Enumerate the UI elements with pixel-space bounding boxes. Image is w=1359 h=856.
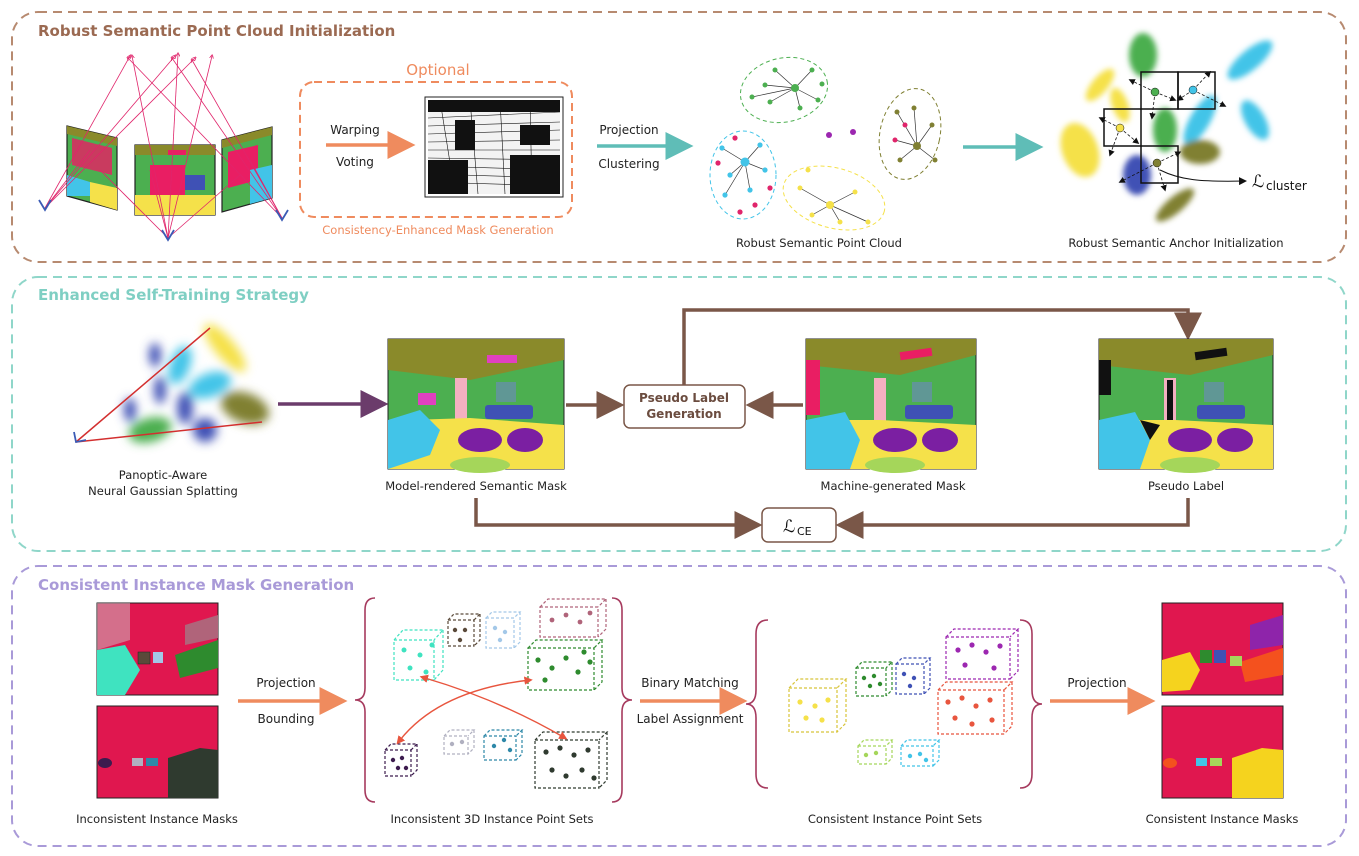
optional-label: Optional	[406, 61, 469, 79]
consistent-masks-caption: Consistent Instance Masks	[1146, 812, 1299, 826]
consistent-point-sets	[788, 628, 1020, 767]
point-cloud-caption: Robust Semantic Point Cloud	[736, 236, 902, 250]
warping-label: Warping	[330, 123, 380, 137]
cluster-loss-symbol: ℒ	[1252, 172, 1264, 192]
multi-view-images	[66, 125, 273, 216]
inconsistent-sets-caption: Inconsistent 3D Instance Point Sets	[390, 812, 593, 826]
pseudo-to-label-arrow	[682, 308, 1202, 385]
inconsistent-sets-brackets	[354, 597, 633, 803]
section1-title: Robust Semantic Point Cloud Initializati…	[38, 22, 395, 40]
voting-label: Voting	[336, 155, 374, 169]
binary-matching-label: Binary Matching	[641, 676, 739, 690]
consistent-sets-caption: Consistent Instance Point Sets	[808, 812, 982, 826]
camera-centers	[38, 199, 289, 242]
projection-label-2: Projection	[1067, 676, 1126, 690]
rendered-mask-caption: Model-rendered Semantic Mask	[385, 479, 567, 493]
ce-loss-subscript: CE	[797, 525, 812, 538]
section-point-cloud-init: Robust Semantic Point Cloud Initializati…	[11, 11, 1347, 263]
section-self-training: Enhanced Self-Training Strategy Panoptic…	[11, 276, 1347, 552]
consistent-mask-top	[1161, 602, 1284, 696]
ce-loss-symbol: ℒ	[783, 517, 795, 537]
clustering-label: Clustering	[598, 157, 659, 171]
camera-rays	[44, 54, 283, 239]
consistency-mask-image	[424, 96, 564, 198]
bounding-label: Bounding	[258, 712, 315, 726]
label-to-loss-arrow	[835, 498, 1190, 539]
machine-generated-mask-image	[805, 338, 977, 473]
semantic-anchors	[1060, 33, 1273, 222]
projection-label: Projection	[599, 123, 658, 137]
pseudo-box-line1: Pseudo Label	[639, 391, 729, 405]
optional-box	[299, 81, 573, 218]
consistent-mask-bottom	[1161, 705, 1284, 799]
pseudo-label-caption: Pseudo Label	[1148, 479, 1224, 493]
semantic-point-cloud	[709, 56, 942, 231]
model-rendered-mask-image	[387, 338, 565, 473]
consistent-sets-brackets	[745, 619, 1043, 789]
inconsistent-masks-caption: Inconsistent Instance Masks	[76, 812, 238, 826]
rendered-to-loss-arrow	[474, 498, 763, 539]
neural-gaussians	[73, 324, 270, 444]
inconsistent-mask-bottom	[96, 705, 219, 799]
gaussian-caption-line1: Panoptic-Aware	[119, 468, 207, 482]
section2-title: Enhanced Self-Training Strategy	[38, 286, 309, 304]
section-instance-mask: Consistent Instance Mask Generation Inco…	[11, 565, 1347, 847]
cluster-loss-subscript: cluster	[1266, 179, 1307, 193]
projection-label-1: Projection	[256, 676, 315, 690]
pseudo-label-image	[1098, 338, 1274, 473]
inconsistent-point-sets	[384, 598, 609, 789]
gaussian-caption-line2: Neural Gaussian Splatting	[88, 484, 238, 498]
section3-title: Consistent Instance Mask Generation	[38, 576, 354, 594]
anchor-caption: Robust Semantic Anchor Initialization	[1068, 236, 1283, 250]
section2-border	[11, 276, 1347, 552]
pseudo-box-line2: Generation	[646, 407, 721, 421]
inconsistent-mask-top	[96, 602, 219, 696]
label-assignment-label: Label Assignment	[637, 712, 744, 726]
machine-mask-caption: Machine-generated Mask	[821, 479, 966, 493]
mask-generation-caption: Consistency-Enhanced Mask Generation	[322, 223, 553, 237]
